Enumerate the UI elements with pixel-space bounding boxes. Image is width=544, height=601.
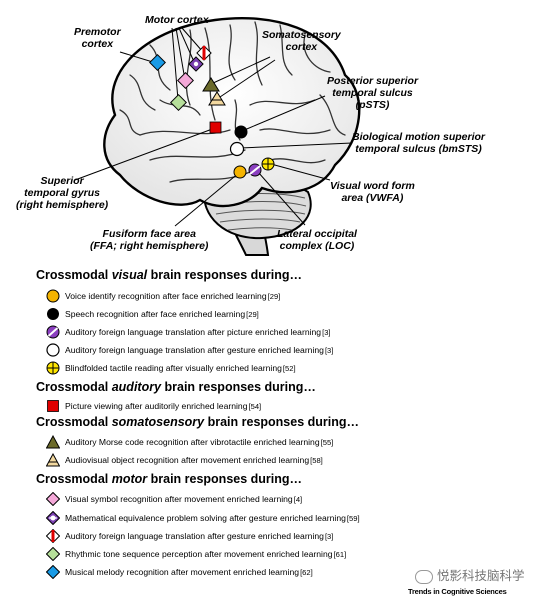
red-striped-diamond-icon [46, 529, 60, 543]
premotor-diamond-marker [149, 54, 166, 71]
red-square-marker [209, 121, 222, 134]
tan-lined-triangle-icon [46, 453, 60, 467]
cerebrum [103, 16, 361, 208]
white-circle-icon [46, 343, 60, 357]
brain-illustration [74, 16, 361, 256]
label-bmsts: Biological motion superior temporal sulc… [352, 131, 486, 155]
legend-item: Auditory Morse code recognition after vi… [46, 434, 333, 450]
legend-item: Audiovisual object recognition after mov… [46, 452, 323, 468]
legend-item: Visual symbol recognition after movement… [46, 491, 302, 507]
label-premotor-cortex: Premotor cortex [74, 26, 121, 50]
label-vwfa: Visual word form area (VWFA) [330, 180, 415, 204]
section-auditory-heading: Crossmodal auditory brain responses duri… [36, 380, 316, 394]
section-somatosensory-heading: Crossmodal somatosensory brain responses… [36, 415, 360, 429]
label-somatosensory-cortex: Somatosensory cortex [262, 29, 341, 53]
label-stg: Superior temporal gyrus (right hemispher… [16, 175, 109, 211]
purple-striped-circle-icon [46, 325, 60, 339]
wechat-icon [415, 569, 433, 584]
motor-green-diamond-marker [170, 94, 187, 111]
olive-triangle-icon [46, 435, 60, 449]
watermark: 悦影科技脑科学 [415, 565, 525, 584]
label-psts: Posterior superior temporal sulcus (pSTS… [327, 75, 419, 111]
pink-diamond-icon [46, 492, 60, 506]
legend-item: Rhythmic tone sequence perception after … [46, 546, 346, 562]
legend-item: Musical melody recognition after movemen… [46, 564, 313, 580]
green-diamond-icon [46, 547, 60, 561]
label-motor-cortex: Motor cortex [145, 14, 209, 26]
psts-black-circle-marker [234, 125, 248, 139]
legend-item: Voice identify recognition after face en… [46, 288, 280, 304]
black-circle-icon [47, 308, 59, 320]
legend-item: Auditory foreign language translation af… [46, 342, 333, 358]
section-visual-heading: Crossmodal visual brain responses during… [36, 268, 303, 282]
legend-item: Auditory foreign language translation af… [46, 528, 333, 544]
legend-item: Speech recognition after face enriched l… [46, 306, 259, 322]
legend-item: Mathematical equivalence problem solving… [46, 510, 360, 526]
label-ffa: Fusiform face area (FFA; right hemispher… [90, 228, 209, 252]
bmsts-white-circle-marker [229, 141, 245, 157]
yellow-cross-circle-icon [46, 361, 60, 375]
purple-dotted-diamond-icon [46, 511, 60, 525]
somato-triangle-line-marker [208, 91, 226, 106]
orange-circle-icon [46, 289, 60, 303]
legend-item: Auditory foreign language translation af… [46, 324, 331, 340]
journal-footer: Trends in Cognitive Sciences [408, 587, 507, 596]
legend-item: Blindfolded tactile reading after visual… [46, 360, 296, 376]
label-loc: Lateral occipital complex (LOC) [277, 228, 357, 252]
red-square-icon [47, 400, 59, 412]
motor-pink-diamond-marker [177, 72, 194, 89]
section-motor-heading: Crossmodal motor brain responses during… [36, 472, 303, 486]
ffa-orange-circle-marker [233, 165, 247, 179]
blue-diamond-icon [46, 565, 60, 579]
somato-triangle-marker [202, 77, 220, 92]
legend-item: Picture viewing after auditorily enriche… [46, 398, 261, 414]
brain-markers [149, 45, 275, 179]
